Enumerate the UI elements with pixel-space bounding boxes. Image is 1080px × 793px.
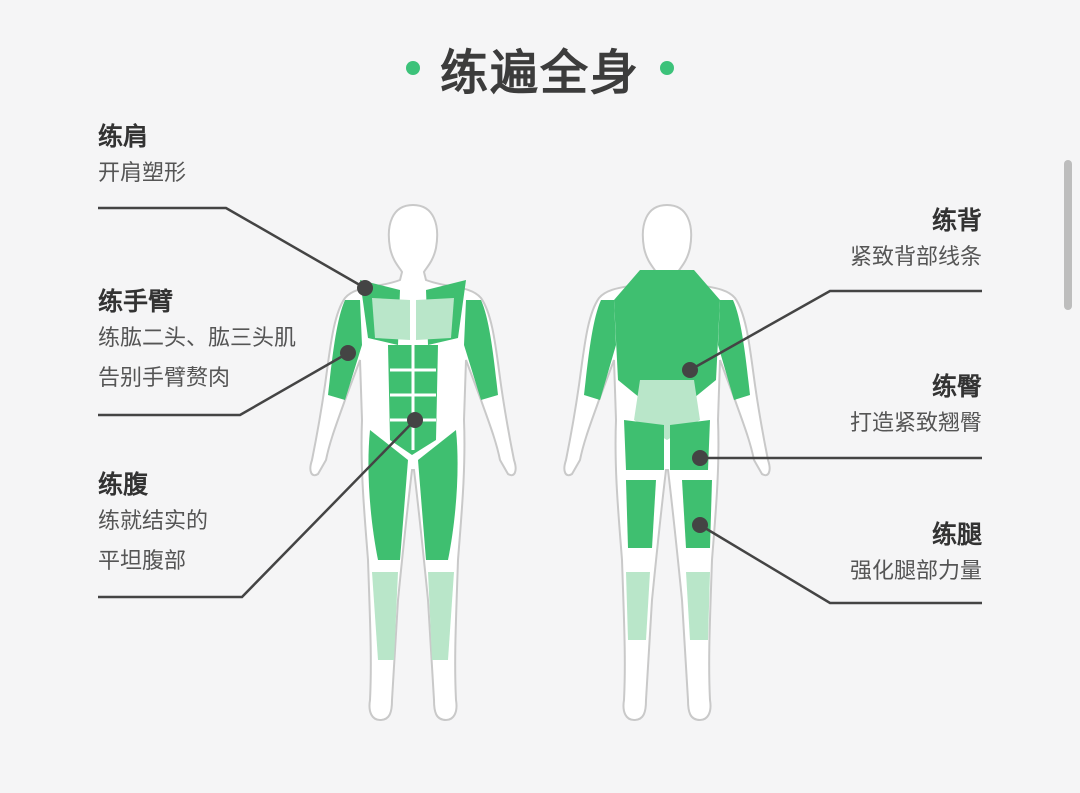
- back-right-calf: [686, 572, 710, 640]
- label-shoulder: 练肩 开肩塑形: [98, 120, 186, 194]
- callout-line-arm: [98, 351, 349, 417]
- label-glute-desc-1: 打造紧致翘臀: [849, 411, 982, 436]
- scrollbar-thumb[interactable]: [1064, 160, 1072, 310]
- page-title: 练遍全身: [439, 45, 640, 101]
- title-row: 练遍全身: [0, 28, 1080, 108]
- label-back: 练背 紧致背部线条: [850, 204, 982, 278]
- front-body-figure: [309, 203, 517, 722]
- callout-dot-leg: [692, 517, 708, 533]
- label-shoulder-desc-1: 开肩塑形: [98, 161, 187, 186]
- label-arm: 练手臂 练肱二头、肱三头肌 告别手臂赘肉: [98, 285, 296, 399]
- label-arm-desc-1: 练肱二头、肱三头肌: [98, 326, 297, 351]
- label-abs: 练腹 练就结实的 平坦腹部: [98, 468, 208, 582]
- callout-dot-back: [682, 362, 698, 378]
- callout-dot-abs: [407, 412, 423, 428]
- label-shoulder-heading: 练肩: [98, 122, 149, 151]
- title-dot-right: [660, 61, 674, 75]
- front-abs-lines: [390, 345, 436, 450]
- label-back-heading: 练背: [931, 206, 982, 235]
- back-left-glute: [624, 420, 664, 470]
- callout-line-abs: [98, 419, 416, 599]
- label-arm-heading: 练手臂: [98, 287, 174, 316]
- label-abs-desc-2: 平坦腹部: [98, 549, 187, 574]
- label-arm-desc-2: 告别手臂赘肉: [98, 366, 231, 391]
- back-left-hamstring: [626, 480, 656, 548]
- front-left-pec: [372, 298, 410, 340]
- title-dot-left: [405, 61, 420, 75]
- label-glute-heading: 练臀: [931, 372, 982, 401]
- front-right-quad: [418, 430, 458, 560]
- callout-dots: [340, 280, 708, 533]
- front-right-pec: [416, 298, 454, 340]
- back-right-arm-muscle: [718, 300, 750, 400]
- callout-dot-glute: [692, 450, 708, 466]
- back-left-arm-muscle: [584, 300, 616, 400]
- front-right-arm-muscle: [464, 300, 498, 400]
- callout-lines: [98, 206, 982, 605]
- back-left-calf: [626, 572, 650, 640]
- callout-dot-arm: [340, 345, 356, 361]
- callout-line-leg: [699, 523, 982, 605]
- label-leg: 练腿 强化腿部力量: [850, 518, 982, 592]
- front-right-shin: [428, 572, 454, 660]
- callout-dot-shoulder: [357, 280, 373, 296]
- front-left-quad: [368, 430, 408, 560]
- front-body-outline: [309, 203, 517, 722]
- label-leg-desc-1: 强化腿部力量: [849, 559, 982, 584]
- label-leg-heading: 练腿: [931, 520, 982, 549]
- front-left-shin: [372, 572, 398, 660]
- callout-line-shoulder: [98, 206, 366, 290]
- label-abs-desc-1: 练就结实的: [98, 509, 209, 534]
- back-body-figure: [563, 203, 771, 722]
- label-back-desc-1: 紧致背部线条: [849, 245, 982, 270]
- label-glute: 练臀 打造紧致翘臀: [850, 370, 982, 444]
- label-abs-heading: 练腹: [98, 470, 149, 499]
- callout-line-back: [689, 289, 982, 372]
- back-right-hamstring: [682, 480, 712, 548]
